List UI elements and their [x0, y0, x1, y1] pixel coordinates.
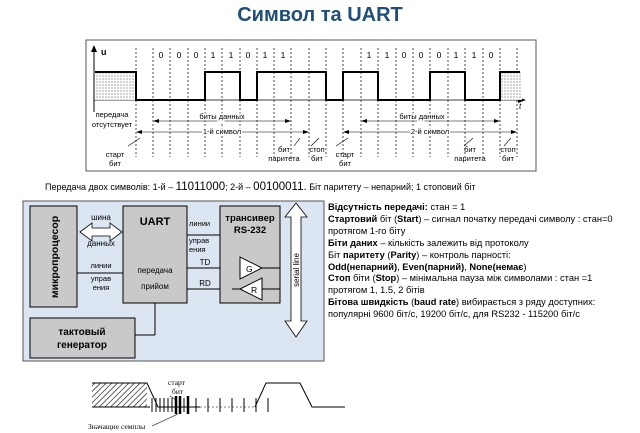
start-bit-label: старт [336, 150, 355, 159]
sample-signal-next [254, 382, 345, 408]
data-bus-label: шина [91, 213, 111, 222]
clock-generator-label: тактовый [58, 327, 105, 338]
stop-bit-label: стоп [309, 145, 324, 154]
data-bus-label: данных [87, 239, 115, 248]
timing-caption: Передача двох символів: 1-й – 11011000; … [45, 181, 476, 193]
uart-block [122, 205, 188, 304]
receiver-r-label: R [251, 285, 257, 295]
idle-label: передача [96, 110, 130, 119]
uart-block-diagram: микропроцесор шина данных линии управ ен… [22, 200, 325, 362]
td-label: TD [200, 258, 211, 267]
microprocessor-block [29, 205, 78, 308]
parity-bit-label: паритета [268, 154, 300, 163]
caption-symbol-1: 11011000 [175, 181, 226, 193]
control-lines-label: ения [93, 283, 110, 292]
idle-area-left [95, 72, 136, 100]
caption-mid: ; 2-й – [225, 182, 254, 192]
sampling-diagram: старт бит Значащие семплы [88, 378, 345, 431]
caption-symbol-2: 00100011. [253, 181, 307, 193]
bit-grid [135, 48, 518, 157]
driver-g [239, 256, 264, 280]
axis-t-label: t [519, 102, 522, 111]
start-bit-label: старт [168, 378, 186, 387]
uart-rx-label: прийом [141, 282, 169, 291]
page-title: Символ та UART [237, 4, 403, 26]
uart-description: Відсутність передачі: стан = 1 Стартовий… [328, 202, 628, 321]
bit-value: 0 [159, 50, 164, 60]
caption-suffix: Біт паритету – непарний; 1 стоповий біт [306, 182, 476, 192]
bit-value: 0 [246, 50, 251, 60]
desc-parity-options: Odd(непарний), Even(парний), None(немає) [328, 261, 527, 272]
serial-line-label: serial line [292, 253, 301, 287]
start-bit-label: старт [106, 150, 125, 159]
bit-value: 0 [489, 50, 494, 60]
timing-frame [85, 39, 537, 172]
uart-signal [95, 71, 520, 101]
bit-value: 1 [263, 50, 268, 60]
transceiver-label: трансивер [225, 213, 275, 224]
idle-area-right [500, 72, 522, 100]
rd-label: RD [199, 279, 211, 288]
clock-generator-block [29, 317, 136, 359]
bit-value: 1 [367, 50, 372, 60]
desc-baud: Бітова швидкість (baud rate) вибирається… [328, 297, 596, 320]
transceiver-label: RS-232 [234, 225, 266, 236]
control-lines-label: линии [189, 219, 210, 228]
bit-value: 1 [385, 50, 390, 60]
control-lines-label: управ [189, 236, 209, 245]
desc-idle: Відсутність передачі: стан = 1 [328, 202, 466, 212]
symbol-label: 2-й символ [411, 127, 449, 136]
idle-hatch [92, 383, 147, 407]
uart-tx-label: передача [137, 266, 173, 275]
desc-stop: Стоп біти (Stop) – мінімальна пауза між … [328, 273, 593, 296]
start-bit-label: бит [109, 159, 121, 168]
stop-bit-label: бит [502, 154, 514, 163]
uart-timing-diagram: u t 0 0 0 1 1 0 [85, 39, 537, 172]
idle-label: отсутствует [92, 120, 133, 129]
serial-line-arrow [284, 202, 308, 338]
significant-samples [174, 396, 190, 414]
bit-value: 0 [194, 50, 199, 60]
bit-value: 0 [419, 50, 424, 60]
bit-value: 1 [472, 50, 477, 60]
sample-ticks [151, 398, 269, 412]
caption-prefix: Передача двох символів: 1-й – [45, 182, 176, 192]
start-bit-label: бит [172, 387, 184, 396]
clock-generator-label: генератор [57, 340, 107, 351]
control-lines-label: линии [90, 261, 111, 270]
data-bits-label: биты данных [399, 112, 445, 121]
desc-parity: Біт паритету (Parity) – контроль парност… [328, 249, 511, 260]
bit-value: 1 [281, 50, 286, 60]
data-bus-arrow [79, 222, 123, 242]
parity-bit-label: бит [278, 145, 290, 154]
desc-start: Стартовий біт (Start) – сигнал початку п… [328, 213, 613, 236]
bit-value: 0 [177, 50, 182, 60]
symbol-label: 1-й символ [203, 127, 241, 136]
microprocessor-label: микропроцесор [49, 216, 61, 298]
parity-bit-label: бит [464, 145, 476, 154]
control-lines-label: управ [91, 274, 111, 283]
desc-data-bits: Біти даних – кількість залежить від прот… [328, 237, 529, 248]
axis-u-label: u [101, 47, 107, 57]
data-bits-label: биты данных [199, 112, 245, 121]
bit-value: 1 [454, 50, 459, 60]
bit-value: 1 [229, 50, 234, 60]
significant-samples-label: Значащие семплы [88, 422, 145, 431]
driver-g-label: G [246, 264, 253, 274]
bit-value: 0 [402, 50, 407, 60]
control-lines-label: ения [189, 245, 206, 254]
uart-title: UART [140, 216, 171, 228]
stop-bit-label: стоп [500, 145, 515, 154]
parity-bit-label: паритета [454, 154, 486, 163]
stop-bit-label: бит [311, 154, 323, 163]
bit-value: 0 [437, 50, 442, 60]
start-bit-label: бит [339, 159, 351, 168]
bit-value: 1 [211, 50, 216, 60]
